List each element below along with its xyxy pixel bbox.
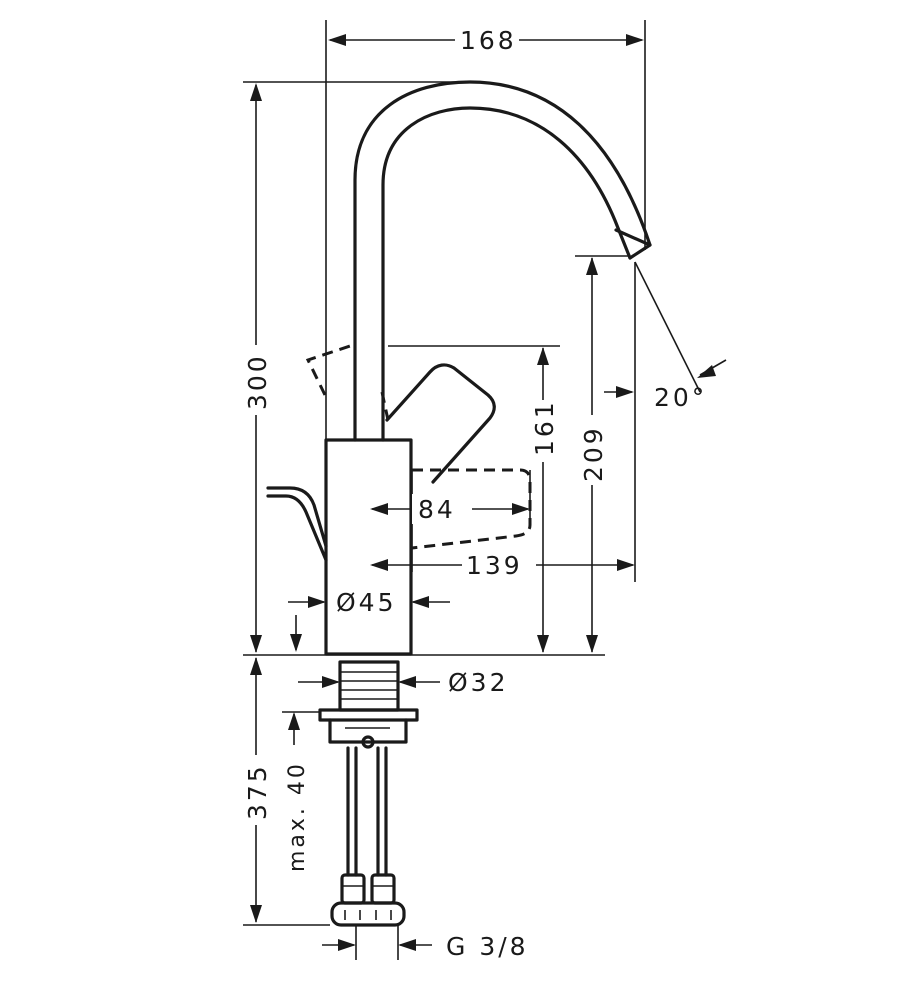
lever-handle <box>385 363 496 484</box>
lever-ghost-vertical <box>380 391 390 421</box>
label-handle-height: 161 <box>530 399 559 456</box>
spout-inner <box>381 106 632 442</box>
dimension-labels: 168 300 375 161 209 84 139 Ø45 Ø32 max. … <box>240 24 707 961</box>
faucet-outline <box>266 80 652 927</box>
label-total-height: 300 <box>243 353 272 410</box>
lever-ghost-back <box>305 344 351 396</box>
label-below-deck: 375 <box>243 763 272 820</box>
popup-rod-2 <box>266 494 328 562</box>
label-width-top: 168 <box>460 26 517 55</box>
label-spout-reach: 139 <box>466 551 523 580</box>
supply-hoses <box>346 746 388 877</box>
label-spout-angle: 20° <box>654 383 707 412</box>
label-max-deck-thickness: max. 40 <box>285 761 310 872</box>
label-handle-reach: 84 <box>418 495 456 524</box>
label-connection-thread: G 3/8 <box>446 932 529 961</box>
extension-lines <box>243 20 701 960</box>
popup-rod <box>266 486 328 548</box>
spout-outer <box>353 80 652 442</box>
label-shank-diameter: Ø32 <box>448 668 509 697</box>
threaded-shank <box>338 660 400 712</box>
fixing-nut <box>318 708 419 749</box>
main-body <box>324 438 413 656</box>
hose-fittings <box>330 873 406 927</box>
label-spout-height: 209 <box>579 425 608 482</box>
label-body-diameter: Ø45 <box>336 588 397 617</box>
dimension-lines <box>250 34 727 951</box>
